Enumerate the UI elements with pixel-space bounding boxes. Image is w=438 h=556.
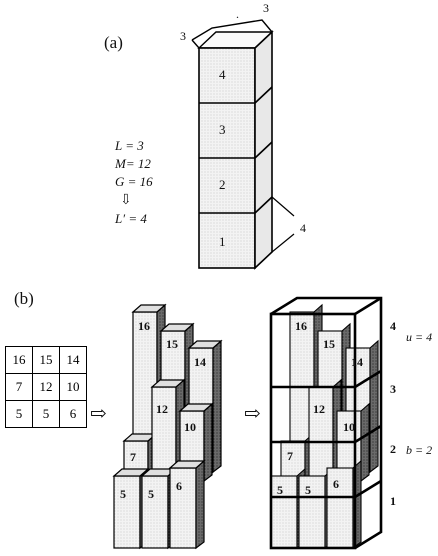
bar-label: 7	[287, 449, 293, 463]
panel-b-label: (b)	[14, 289, 34, 308]
bar-label: 12	[313, 402, 325, 416]
bar-label: 14	[351, 355, 363, 369]
right-bar-labels: 5 5 6 7 12 10 16 15 14	[277, 319, 363, 497]
matrix-cell: 5	[32, 400, 60, 428]
level-label-3: 3	[390, 382, 396, 396]
param-L: L = 3	[114, 138, 144, 153]
matrix-cell: 14	[59, 346, 87, 374]
matrix-cell: 10	[59, 373, 87, 401]
side-label: 4	[300, 221, 306, 235]
column-side-marker	[271, 196, 295, 253]
column-cubes	[198, 30, 273, 270]
cube-number-4: 4	[219, 67, 226, 82]
value-matrix: 16 15 14 7 12 10 5 5 6	[5, 346, 87, 428]
matrix-cell: 16	[5, 346, 33, 374]
bar-label: 6	[176, 479, 182, 493]
matrix-cell: 6	[59, 400, 87, 428]
bar-label: 15	[323, 337, 335, 351]
bar-label: 5	[277, 483, 283, 497]
bar-label: 10	[343, 420, 355, 434]
bar-label: 5	[120, 487, 126, 501]
cube-number-2: 2	[219, 177, 226, 192]
cube-number-1: 1	[219, 234, 226, 249]
panel-a-label: (a)	[104, 33, 123, 52]
level-label-1: 1	[390, 494, 396, 508]
top-dot: .	[236, 7, 239, 21]
b-label: b = 2	[406, 443, 432, 457]
top-label-left: 3	[180, 29, 186, 43]
u-label: u = 4	[406, 330, 432, 344]
matrix-cell: 5	[5, 400, 33, 428]
matrix-cell: 7	[5, 373, 33, 401]
matrix-cell: 12	[32, 373, 60, 401]
bar-stack-right	[270, 303, 379, 550]
matrix-row: 5 5 6	[5, 400, 87, 428]
right-arrow-icon-1: ⇨	[90, 403, 107, 425]
bar-stack-middle	[112, 303, 223, 550]
top-label-right: 3	[263, 1, 269, 15]
middle-bar-labels: 5 5 6 7 12 10 16 15 14	[120, 319, 206, 501]
bar-label: 10	[184, 420, 196, 434]
bar-label: 6	[333, 477, 339, 491]
bar-label: 15	[166, 337, 178, 351]
matrix-row: 16 15 14	[5, 346, 87, 374]
cube-number-3: 3	[219, 122, 226, 137]
bar-label: 14	[194, 355, 206, 369]
param-G: G = 16	[115, 174, 153, 189]
level-label-2: 2	[390, 442, 396, 456]
right-arrow-icon-2: ⇨	[244, 403, 261, 425]
bar-label: 5	[148, 487, 154, 501]
bar-label: 16	[295, 319, 307, 333]
level-label-4: 4	[390, 319, 396, 333]
bar-label: 5	[305, 483, 311, 497]
bar-label: 12	[156, 402, 168, 416]
param-L-prime: L′ = 4	[114, 211, 147, 226]
matrix-row: 7 12 10	[5, 373, 87, 401]
bar-label: 7	[130, 450, 136, 464]
down-arrow-icon: ⇩	[120, 193, 132, 208]
param-M: M= 12	[114, 156, 151, 171]
level-grid	[269, 296, 383, 550]
matrix-cell: 15	[32, 346, 60, 374]
bar-label: 16	[138, 319, 150, 333]
